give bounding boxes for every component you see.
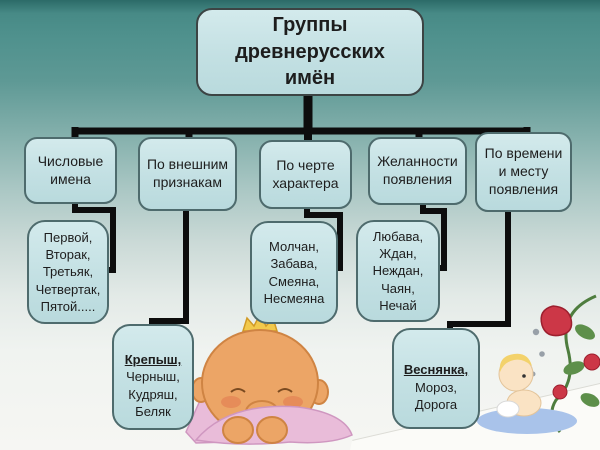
highlighted-name: Веснянка, [403, 362, 469, 378]
examples-external-features: Крепыш,Черныш, Кудряш, Беляк [112, 324, 194, 430]
category-label: Числовые имена [37, 152, 104, 187]
diagram-title-box: Группы древнерусских имён [196, 8, 424, 96]
examples-time-and-place: Веснянка,Мороз, Дорога [392, 328, 480, 429]
category-character-trait: По черте характера [259, 140, 352, 209]
names-list: Молчан, Забава, Смеяна, Несмеяна [263, 239, 325, 306]
category-time-and-place: По времени и месту появления [475, 132, 572, 212]
crowned-baby-illustration [185, 312, 353, 445]
examples-character-trait: Молчан, Забава, Смеяна, Несмеяна [250, 221, 338, 324]
examples-desirability: Любава, Ждан, Неждан, Чаян, Нечай [356, 220, 440, 322]
highlighted-name: Крепыш, [124, 352, 182, 368]
names-list: Мороз, Дорога [414, 379, 458, 412]
examples-text: Крепыш,Черныш, Кудряш, Беляк [125, 334, 182, 420]
category-label: По внешним признакам [146, 156, 229, 190]
category-desirability: Желанности появления [368, 137, 467, 205]
category-numeric-names: Числовые имена [24, 137, 117, 204]
names-list: Черныш, Кудряш, Беляк [126, 369, 180, 419]
names-list: Первой, Вторак, Третьяк, Четвертак, Пято… [35, 230, 101, 314]
category-label: Желанности появления [377, 153, 458, 187]
category-label: По времени и месту появления [484, 145, 563, 197]
category-external-features: По внешним признакам [138, 137, 237, 211]
names-list: Любава, Ждан, Неждан, Чаян, Нечай [372, 229, 424, 313]
category-label: По черте характера [272, 156, 339, 191]
examples-text: Веснянка,Мороз, Дорога [404, 344, 468, 413]
examples-numeric-names: Первой, Вторак, Третьяк, Четвертак, Пято… [27, 220, 109, 324]
diagram-title: Группы древнерусских имён [235, 14, 385, 90]
baby-with-roses-illustration [477, 294, 600, 434]
